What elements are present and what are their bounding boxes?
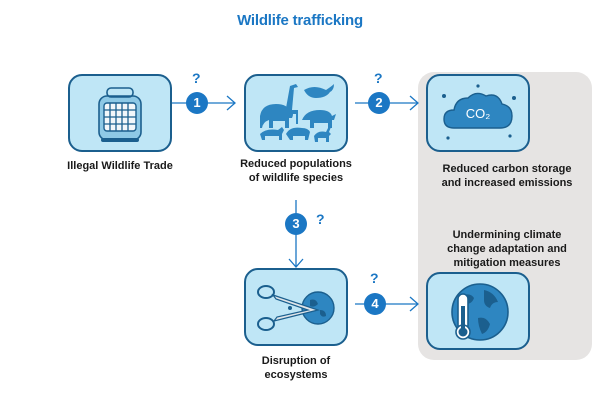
node-carbon-label-line1: Reduced carbon storage <box>442 163 572 175</box>
node-climate-label-line1: Undermining climate <box>452 229 562 241</box>
step-3-question: ? <box>316 211 325 227</box>
co2-cloud-icon <box>442 84 516 140</box>
node-climate-box <box>426 272 530 350</box>
step-3-badge: 3 <box>285 213 307 235</box>
step-2-badge: 2 <box>368 92 390 114</box>
step-1-badge: 1 <box>186 92 208 114</box>
co2-text: CO₂ <box>465 106 491 121</box>
step-4-question: ? <box>370 270 379 286</box>
diagram-title: Wildlife trafficking <box>237 12 363 29</box>
node-carbon-label: Reduced carbon storage and increased emi… <box>412 162 600 190</box>
step-1-question: ? <box>192 70 201 86</box>
node-ecosystems-label: Disruption of ecosystems <box>216 354 376 382</box>
node-climate-label-line3: mitigation measures <box>453 257 561 269</box>
node-populations-label-line2: of wildlife species <box>248 172 344 184</box>
node-ecosystems-label-line2: ecosystems <box>264 369 328 381</box>
pet-carrier-icon <box>98 87 142 142</box>
earth-thermometer-icon <box>451 283 509 341</box>
node-trade-label: Illegal Wildlife Trade <box>67 160 173 172</box>
node-ecosystems-box <box>244 268 348 346</box>
node-climate-label-line2: change adaptation and <box>447 243 567 255</box>
node-carbon-box: CO₂ <box>426 74 530 152</box>
node-populations-label-line1: Reduced populations <box>240 158 352 170</box>
step-2-question: ? <box>374 70 383 86</box>
step-4-badge: 4 <box>364 293 386 315</box>
node-climate-label: Undermining climate change adaptation an… <box>412 228 600 270</box>
node-trade-box <box>68 74 172 152</box>
node-ecosystems-label-line1: Disruption of <box>261 355 331 367</box>
animals-silhouette-icon <box>260 84 336 142</box>
node-carbon-label-line2: and increased emissions <box>441 177 573 189</box>
scissors-earth-icon <box>257 285 335 331</box>
node-populations-label: Reduced populations of wildlife species <box>216 157 376 185</box>
node-populations-box <box>244 74 348 152</box>
